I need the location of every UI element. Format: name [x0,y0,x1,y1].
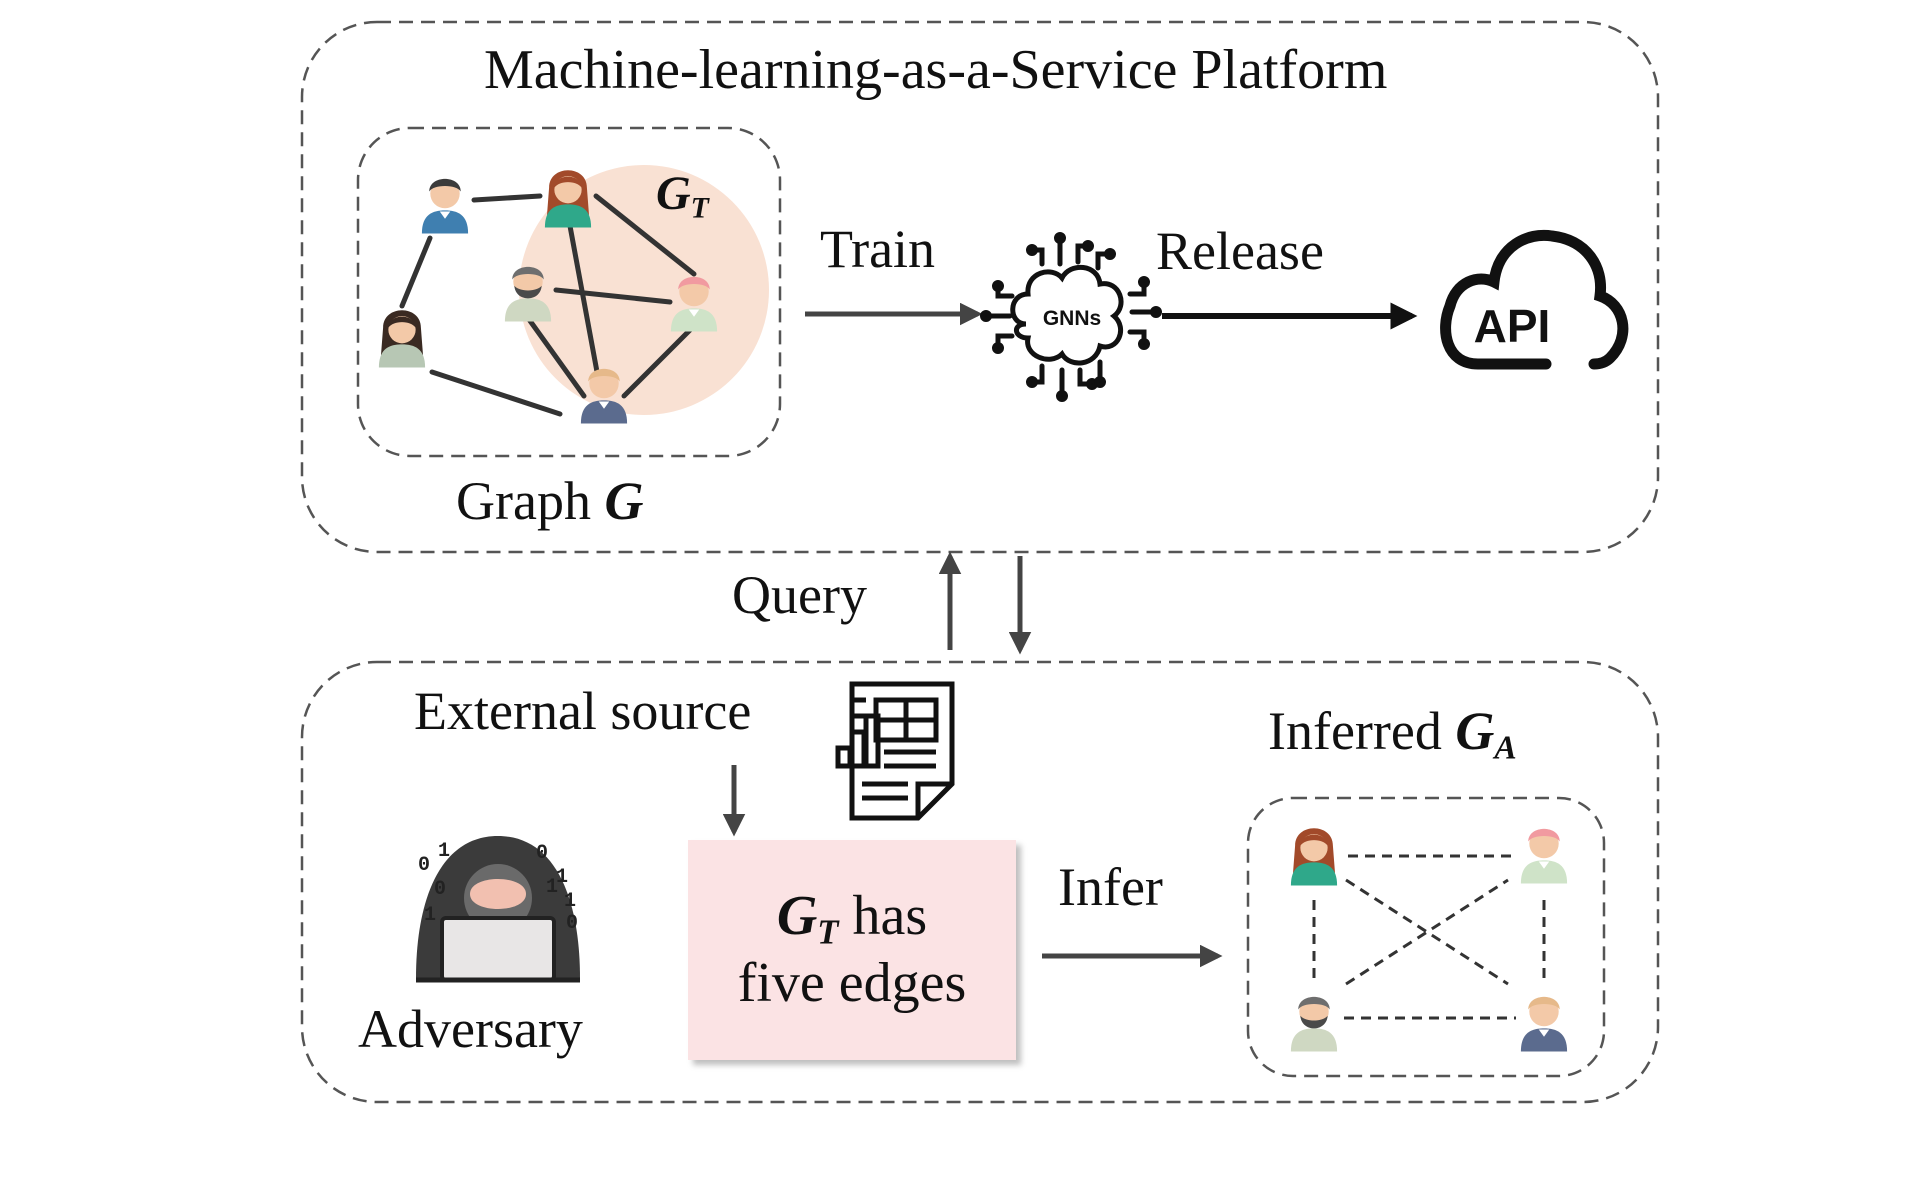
inferred-symbol-subscript: A [1494,729,1517,767]
neural-network-icon [980,232,1162,402]
inferred-edge [1345,878,1509,986]
graph-symbol: G [604,471,644,531]
inferred-label-text: Inferred [1268,701,1442,761]
knowledge-symbol-letter: G [776,884,818,947]
subgraph-symbol-subscript: T [690,191,709,225]
svg-text:0: 0 [418,854,430,877]
knowledge-line-1: GT has [777,885,927,953]
inferred-symbol: GA [1455,701,1516,766]
svg-text:1: 1 [424,904,436,927]
knowledge-line-2: five edges [737,952,967,1015]
svg-text:1: 1 [556,866,568,889]
target-subgraph-region [519,165,769,415]
gnn-label: GNNs [1043,307,1101,330]
knowledge-symbol: GT [776,884,839,952]
person-icon [1290,828,1338,886]
knowledge-box [688,840,1016,1060]
knowledge-rest: has [852,884,928,947]
graph-edge [429,369,563,417]
inferred-edge [1345,878,1509,986]
person-icon [1290,996,1338,1052]
person-icon [1520,996,1568,1052]
graph-edges [399,193,697,417]
platform-container [300,20,1660,554]
graph-edge [567,223,603,391]
release-label: Release [1156,221,1324,281]
knowledge-text: GT has five edges [688,840,1016,1060]
svg-text:0: 0 [536,842,548,865]
svg-text:1: 1 [438,840,450,863]
person-icon [421,178,469,234]
inferred-edges [1312,854,1546,1020]
graph-edge [553,287,673,305]
knowledge-symbol-subscript: T [817,912,839,952]
subgraph-symbol-letter: G [656,167,691,220]
platform-title: Machine-learning-as-a-Service Platform [484,39,1388,101]
document-chart-icon [835,681,955,821]
graph-container [356,126,782,458]
person-icon [378,310,426,368]
inferred-symbol-letter: G [1455,701,1495,761]
inferred-label: Inferred GA [1268,700,1517,767]
svg-text:1: 1 [564,890,576,913]
svg-text:1: 1 [546,876,558,899]
person-icon [1520,828,1568,884]
adversary-container [300,660,1660,1104]
graph-edge [621,327,693,399]
svg-text:0: 0 [434,878,446,901]
graph-edge [593,193,697,277]
graph-edge [399,235,433,309]
person-icon [544,170,592,228]
query-label: Query [732,565,867,625]
graph-label: Graph G [456,470,643,532]
subgraph-symbol: GT [656,166,709,225]
train-label: Train [820,219,936,279]
graph-label-text: Graph [456,471,591,531]
adversary-label: Adversary [358,999,583,1059]
infer-label: Infer [1058,857,1163,917]
api-cloud-icon [1440,229,1629,370]
svg-text:0: 0 [566,912,578,935]
graph-edge [525,315,587,399]
hacker-icon: 010 101 101 [416,836,580,983]
api-label: API [1474,300,1551,352]
external-source-label: External source [414,681,752,741]
inferred-graph-container [1246,796,1606,1078]
graph-edge [471,193,543,203]
